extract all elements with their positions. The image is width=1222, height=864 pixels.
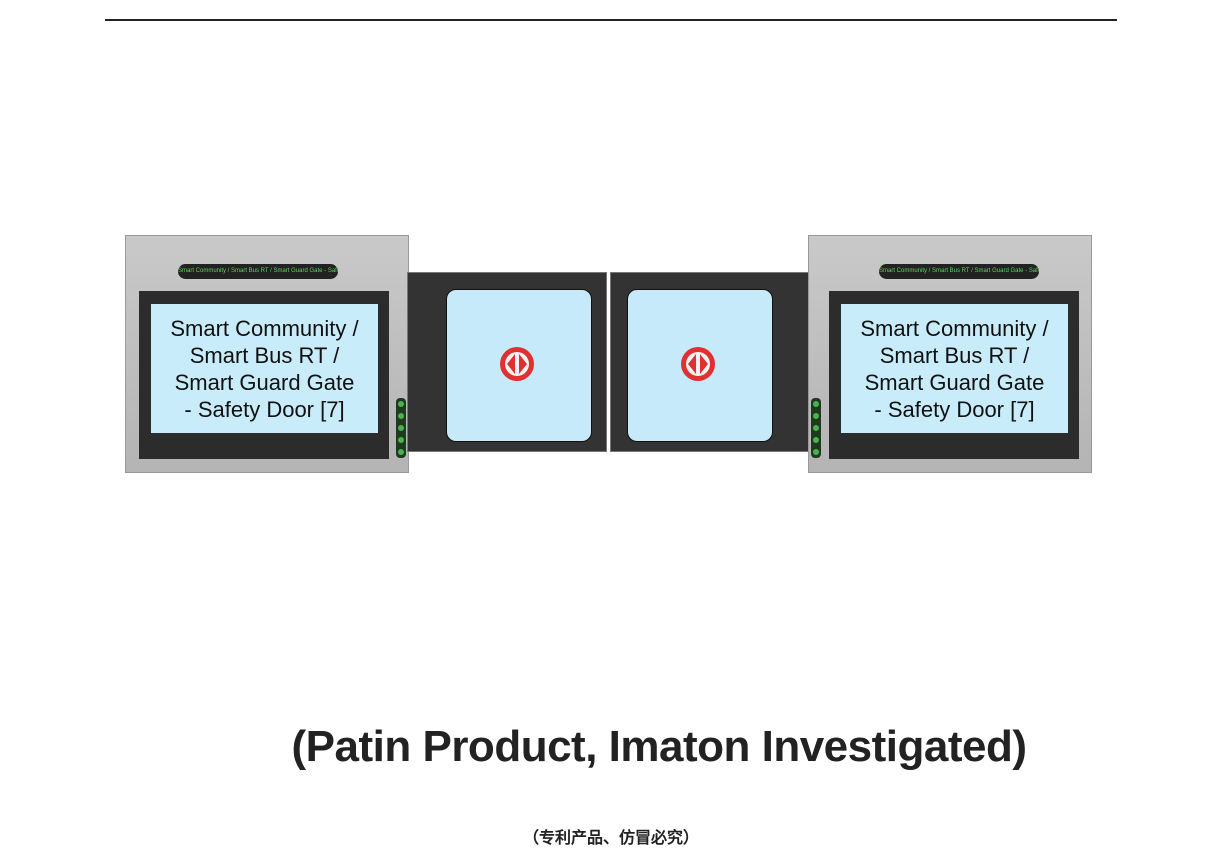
indicator-leds	[811, 398, 821, 458]
double-arrow-sign-icon	[500, 347, 534, 381]
screen-line: Smart Guard Gate	[864, 369, 1045, 395]
display-bezel: Smart Community / Smart Bus RT / Smart G…	[139, 291, 389, 459]
screen-line: - Safety Door [7]	[874, 396, 1035, 422]
indicator-leds	[396, 398, 406, 458]
right-cabinet: Smart Community / Smart Bus RT / Smart G…	[808, 235, 1092, 473]
screen-line: - Safety Door [7]	[184, 396, 345, 422]
screen-line: Smart Community /	[170, 315, 359, 341]
door-glass	[446, 289, 592, 442]
door-glass	[627, 289, 773, 442]
left-swing-door	[407, 272, 607, 452]
screen-line: Smart Community /	[860, 315, 1049, 341]
screen-line: Smart Bus RT /	[189, 342, 340, 368]
top-rule	[105, 19, 1117, 21]
right-swing-door	[610, 272, 810, 452]
display-bezel: Smart Community / Smart Bus RT / Smart G…	[829, 291, 1079, 459]
display-screen: Smart Community / Smart Bus RT / Smart G…	[151, 304, 378, 433]
screen-line: Smart Bus RT /	[879, 342, 1030, 368]
display-screen: Smart Community / Smart Bus RT / Smart G…	[841, 304, 1068, 433]
cabinet-label: Smart Community / Smart Bus RT / Smart G…	[178, 264, 338, 279]
cabinet-label: Smart Community / Smart Bus RT / Smart G…	[879, 264, 1039, 279]
left-cabinet: Smart Community / Smart Bus RT / Smart G…	[125, 235, 409, 473]
double-arrow-sign-icon	[681, 347, 715, 381]
caption-title: (Patin Product, Imaton Investigated)	[291, 722, 1027, 771]
caption-subtitle: （专利产品、仿冒必究）	[522, 828, 699, 847]
screen-line: Smart Guard Gate	[174, 369, 355, 395]
